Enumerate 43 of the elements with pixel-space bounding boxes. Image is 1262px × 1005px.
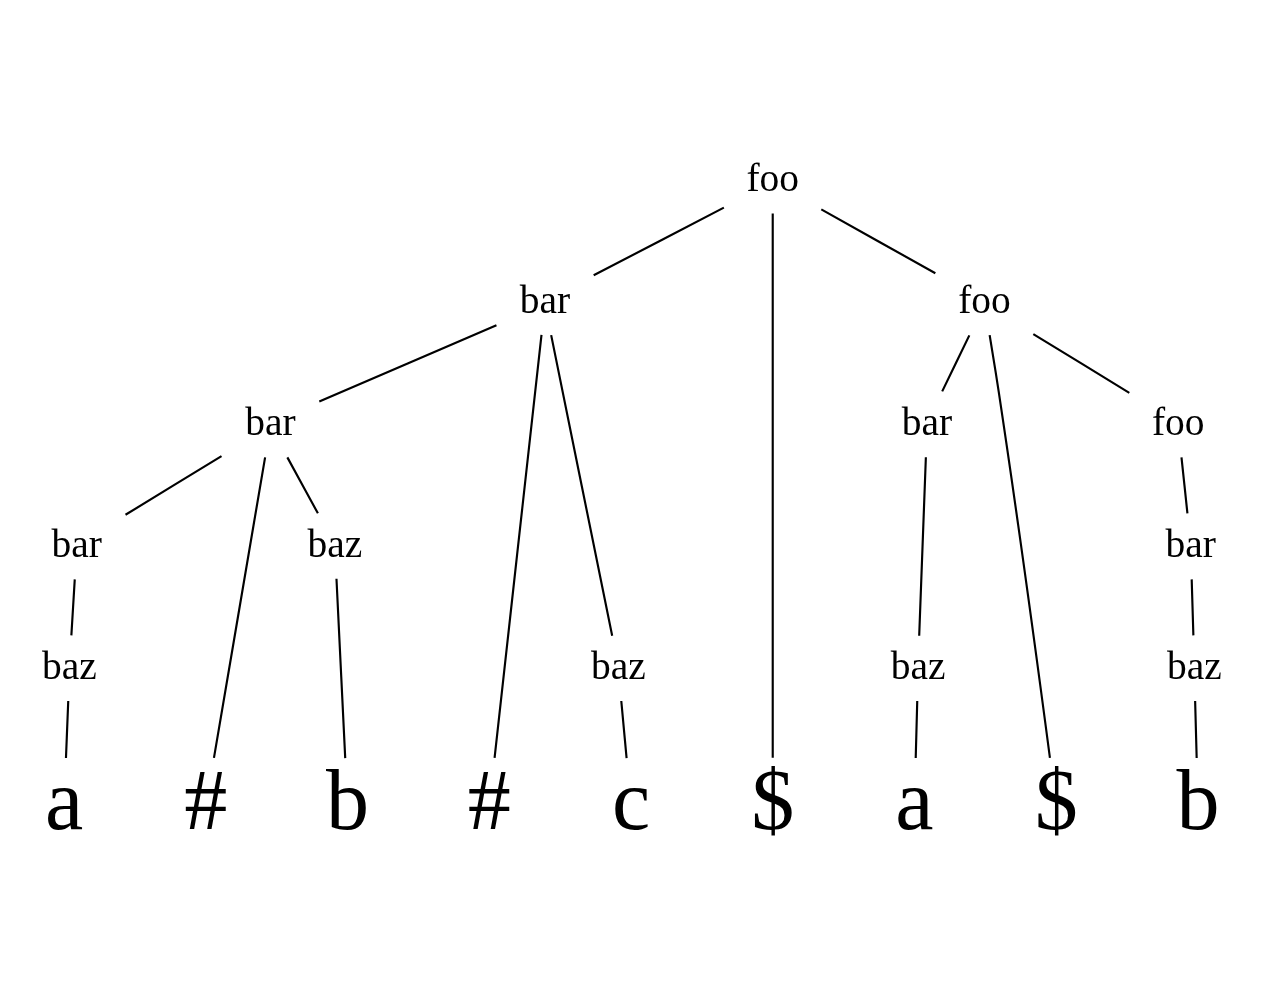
node-text: foo xyxy=(1151,399,1205,444)
node-text: # xyxy=(467,751,511,848)
connector xyxy=(318,324,497,403)
node-text: baz xyxy=(1166,643,1222,688)
connector xyxy=(820,208,936,275)
node-text: foo xyxy=(958,277,1011,322)
connector xyxy=(550,334,614,637)
connector xyxy=(620,700,628,759)
node-text: baz xyxy=(591,643,646,688)
connector xyxy=(918,457,927,636)
connector xyxy=(771,213,774,758)
node-text: a xyxy=(895,751,934,848)
connector xyxy=(493,334,543,758)
connector xyxy=(64,700,70,759)
node-text: bar xyxy=(519,277,571,322)
connector xyxy=(212,457,267,758)
node-text: c xyxy=(611,751,651,848)
connector xyxy=(124,455,223,516)
node-text: bar xyxy=(51,521,102,566)
connector xyxy=(1194,700,1198,759)
connector xyxy=(1180,457,1189,514)
connector xyxy=(914,700,919,759)
connector xyxy=(1032,333,1130,394)
node-text: $ xyxy=(1034,751,1078,848)
node-text: b xyxy=(326,751,370,848)
connector xyxy=(286,456,319,514)
node-text: b xyxy=(1176,751,1220,848)
node-text: baz xyxy=(307,521,363,566)
node-text: baz xyxy=(42,643,97,688)
node-text: # xyxy=(184,751,228,848)
connector xyxy=(1190,579,1195,636)
connector xyxy=(70,579,76,636)
node-text: baz xyxy=(890,643,946,688)
connector xyxy=(593,206,725,277)
node-text: a xyxy=(44,751,84,848)
node-text: bar xyxy=(901,399,953,444)
node-text: bar xyxy=(245,399,296,444)
connector xyxy=(335,578,347,759)
node-text: bar xyxy=(1165,521,1216,566)
node-text: foo xyxy=(746,155,800,200)
node-text: $ xyxy=(751,751,795,848)
connector xyxy=(941,334,971,392)
connector xyxy=(988,334,1051,759)
